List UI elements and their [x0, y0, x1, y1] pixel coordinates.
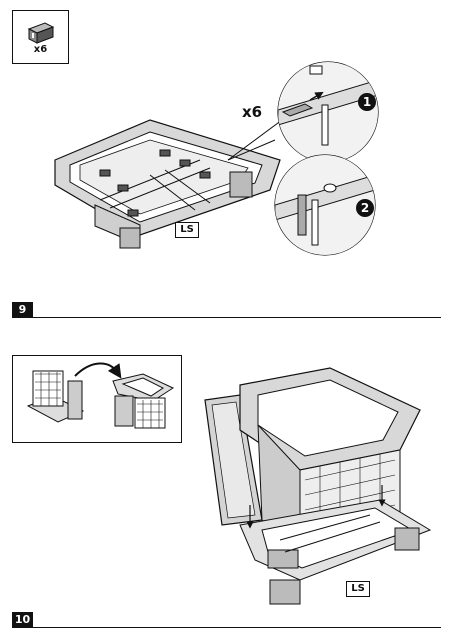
small-chair-frame-right [112, 373, 175, 429]
reference-box [12, 355, 182, 443]
zoom-quantity: x6 [242, 103, 263, 121]
callout-1: 1 [358, 93, 376, 111]
step-divider-bottom [33, 627, 441, 628]
clip-icon [27, 22, 55, 44]
parts-box: x6 [12, 10, 69, 64]
callout-2: 2 [356, 199, 374, 217]
step-number-9: 9 [12, 302, 33, 318]
part-label-ls-bottom: LS [346, 581, 370, 597]
curved-arrow-icon [74, 362, 122, 379]
small-chair-frame-left [26, 370, 85, 423]
part-label-ls: LS [175, 222, 199, 238]
parts-quantity: x6 [33, 44, 48, 55]
step-divider [33, 317, 441, 318]
step-number-10: 10 [12, 612, 33, 628]
